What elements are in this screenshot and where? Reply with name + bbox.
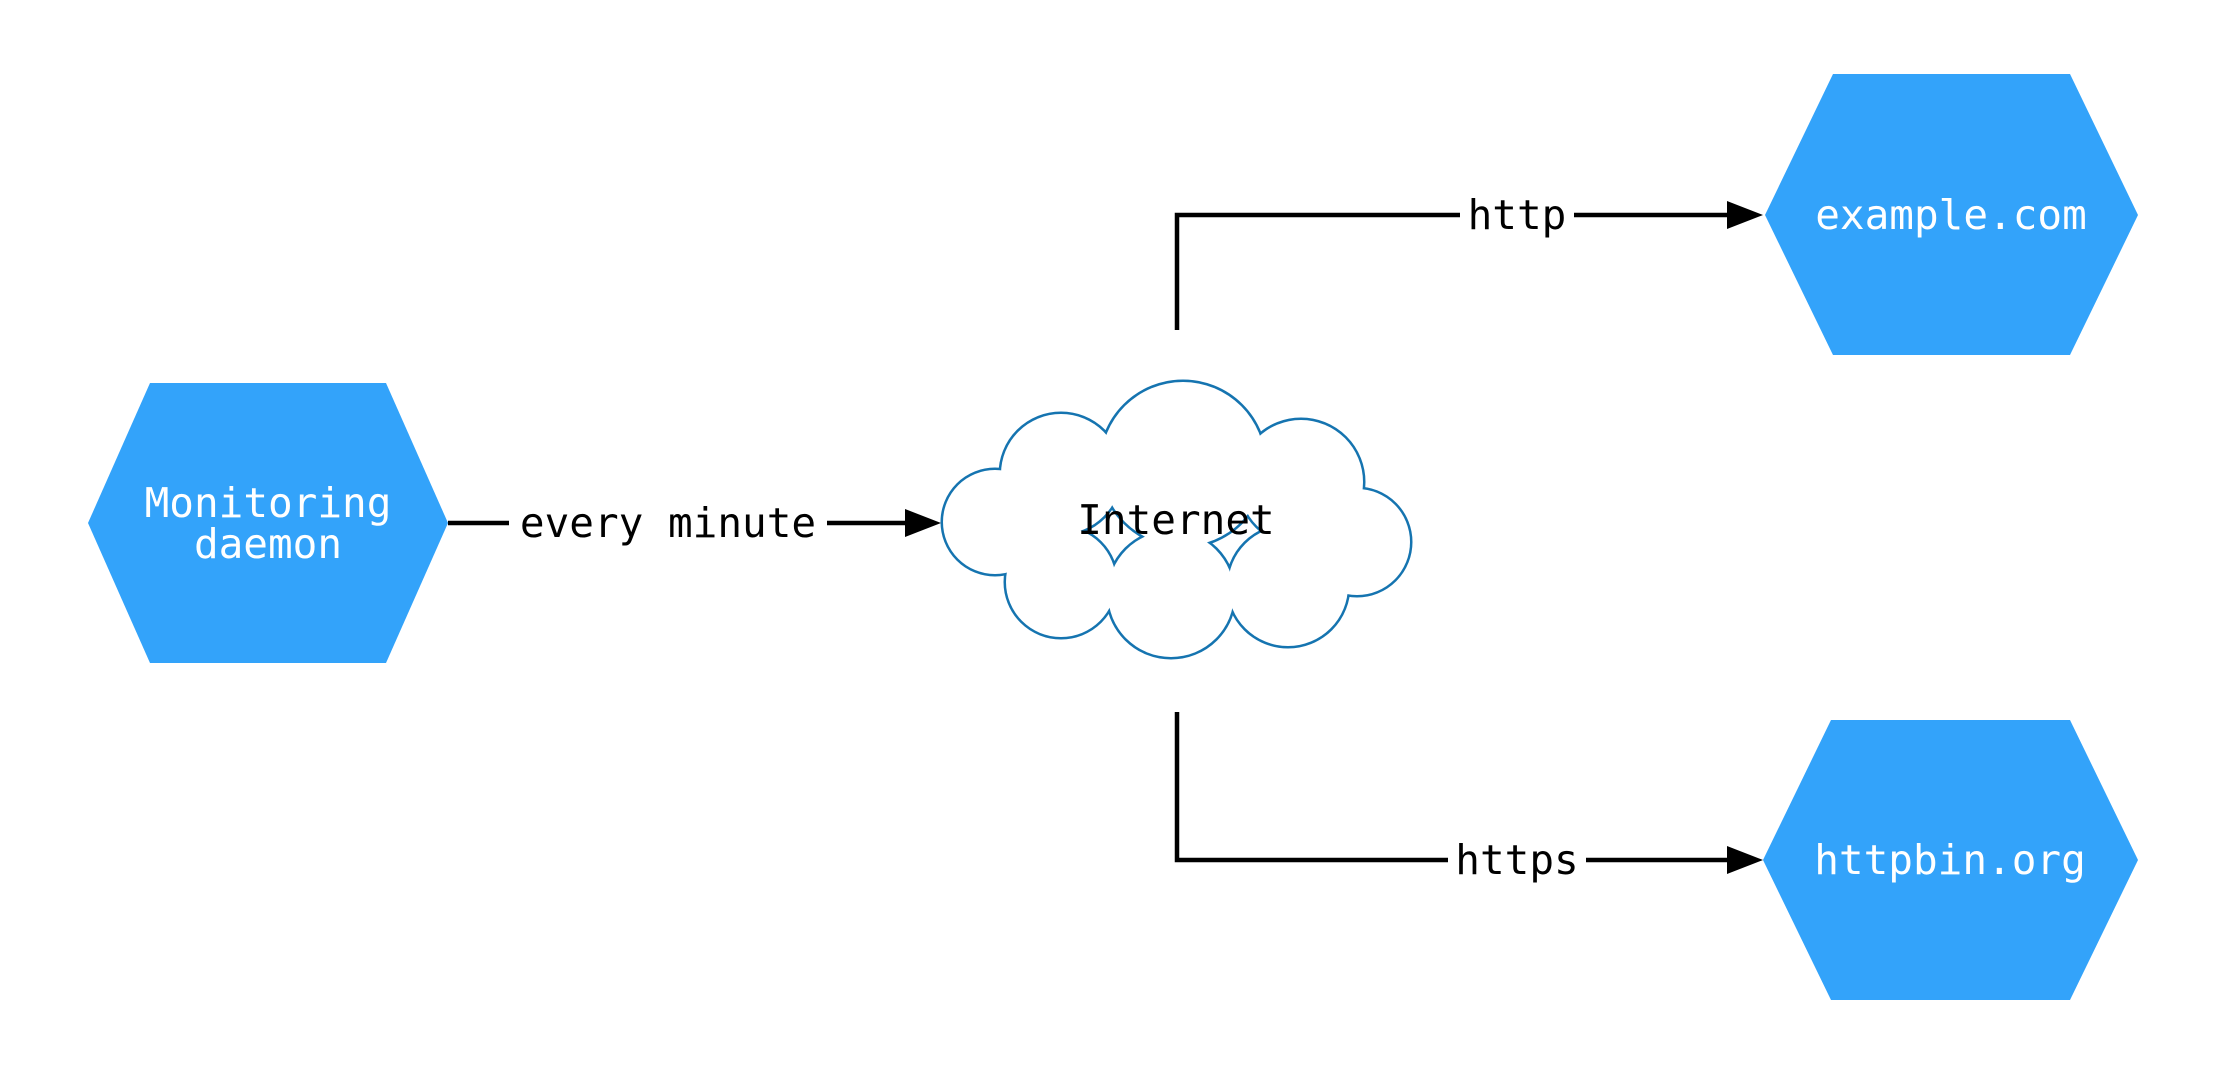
arrowhead (1727, 846, 1763, 874)
hexagon-shape (1765, 74, 2138, 355)
node-example-com-label: example.com (1815, 191, 2087, 239)
edge-internet-to-example-line (1174, 212, 1735, 330)
cloud-bump-fill (1001, 414, 1121, 534)
arrowhead (905, 509, 941, 537)
cloud-bump-fill (1101, 382, 1265, 546)
node-label-line: Monitoring (145, 479, 392, 527)
cloud-bump-fill (1006, 527, 1116, 637)
node-httpbin-org-label: httpbin.org (1814, 836, 2086, 884)
node-internet: Internet (940, 379, 1413, 660)
edge-label-every-minute: every minute (509, 496, 827, 550)
node-example-com: example.com (1765, 74, 2138, 355)
edge-labels: every minute http https (509, 188, 1586, 887)
cloud-bump-fill (1228, 526, 1348, 646)
edge-arrowheads (905, 201, 1763, 874)
hexagon-shape (88, 383, 448, 663)
edge-label-bg (1460, 188, 1574, 242)
node-monitoring-daemon-label: Monitoring daemon (145, 479, 392, 568)
edge-label-bg (1448, 833, 1586, 887)
arrowhead (1727, 201, 1763, 229)
hexagon-shape (1763, 720, 2138, 1000)
edge-label-bg (509, 496, 827, 550)
cloud-bump-fill (1108, 531, 1234, 657)
node-httpbin-org: httpbin.org (1763, 720, 2138, 1000)
cloud-body (943, 382, 1410, 657)
node-monitoring-daemon: Monitoring daemon (88, 383, 448, 663)
edge-label-text: https (1455, 836, 1578, 884)
node-internet-label: Internet (1077, 496, 1274, 544)
edge-label-http: http (1460, 188, 1574, 242)
edge-label-text: every minute (520, 499, 816, 547)
edge-label-text: http (1468, 191, 1567, 239)
edge-label-https: https (1448, 833, 1586, 887)
node-label-line: daemon (194, 520, 342, 568)
